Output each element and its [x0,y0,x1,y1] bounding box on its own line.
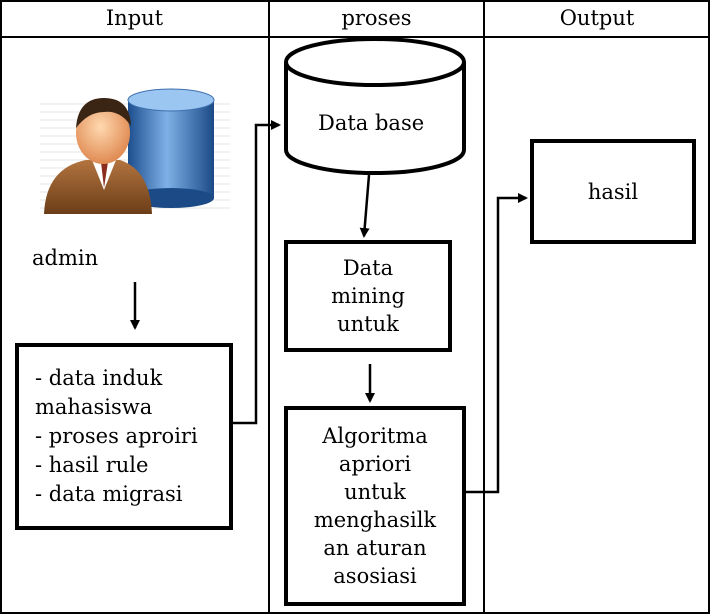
input-data-box: - data induk mahasiswa - proses aproiri … [15,343,233,530]
hasil-box: hasil [530,139,696,244]
data-mining-box: Data mining untuk [284,240,452,352]
algoritma-apriori-box: Algoritma apriori untuk menghasilk an at… [284,406,466,606]
database-label: Data base [318,111,425,135]
column-header-proses: proses [341,6,412,30]
column-header-input: Input [105,6,164,30]
admin-label: admin [32,246,99,270]
column-header-output: Output [559,6,635,30]
database-cylinder-shape [284,37,466,175]
